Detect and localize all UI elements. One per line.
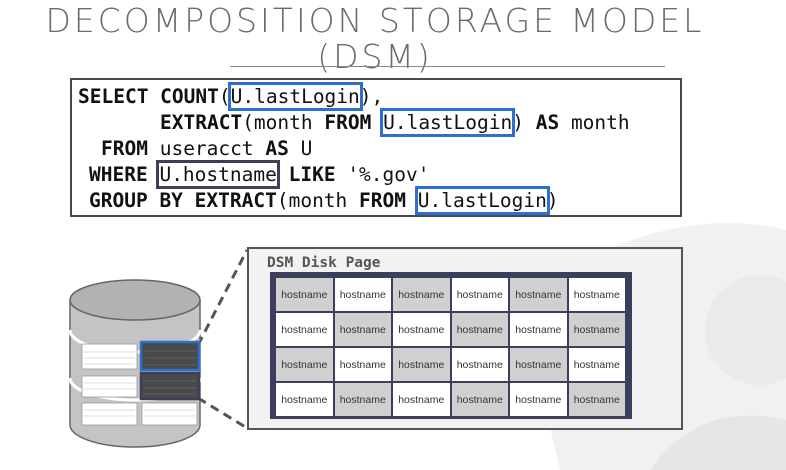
hostname-cell: hostname [393,278,450,311]
hostname-cell: hostname [568,348,625,381]
highlighted-column: U.lastLogin [380,108,516,137]
hostname-cell: hostname [510,348,567,381]
hostname-cell: hostname [451,348,508,381]
sql-keyword: SELECT COUNT [78,85,219,108]
hostname-cell: hostname [276,348,333,381]
hostname-cell: hostname [510,313,567,346]
hostname-cell: hostname [276,383,333,416]
highlighted-column: U.lastLogin [227,82,363,111]
sql-text: ( [218,85,231,108]
hostname-cell: hostname [568,383,625,416]
sql-text: U [288,137,313,160]
sql-keyword: LIKE [288,163,336,186]
sql-keyword: AS [265,137,289,160]
sql-keyword: GROUP BY EXTRACT [89,189,277,212]
hostname-cell: hostname [276,313,333,346]
hostname-cell: hostname [451,383,508,416]
sql-keyword: FROM [359,189,406,212]
sql-keyword: AS [535,111,560,134]
sql-keyword: EXTRACT [160,111,243,134]
sql-text: month [559,111,630,134]
title-divider [230,66,665,67]
sql-keyword: FROM [101,137,148,160]
highlighted-column: U.hostname [156,160,280,189]
disk-page-label: DSM Disk Page [267,255,381,271]
sql-text: ) [546,189,559,212]
sql-keyword: WHERE [89,163,148,186]
hostname-cell: hostname [510,278,567,311]
hostname-cell: hostname [393,383,450,416]
hostname-cell: hostname [451,313,508,346]
sql-text: '%.gov' [335,163,430,186]
sql-keyword: FROM [324,111,372,134]
sql-line-4: WHERE U.hostname LIKE '%.gov' [89,160,430,189]
slide-title: DECOMPOSITION STORAGE MODEL [45,1,705,40]
sql-line-1: SELECT COUNT(U.lastLogin), [78,82,384,111]
sql-line-2: EXTRACT(month FROM U.lastLogin) AS month [160,108,630,137]
slide-title-subtitle: (DSM) [317,37,433,76]
hostname-cell: hostname [568,313,625,346]
sql-text: ) [512,111,536,134]
hostname-cell: hostname [393,313,450,346]
hostname-cell: hostname [334,383,391,416]
sql-text: (month [242,111,325,134]
sql-query-box: SELECT COUNT(U.lastLogin), EXTRACT(month… [70,78,682,217]
hostname-cell: hostname [568,278,625,311]
sql-text: ), [359,85,384,108]
highlighted-column: U.lastLogin [414,186,550,215]
sql-line-5: GROUP BY EXTRACT(month FROM U.lastLogin) [89,186,559,215]
hostname-cell: hostname [334,348,391,381]
sql-line-3: FROM useracct AS U [101,137,312,161]
sql-text: (month [276,189,360,212]
hostname-cell: hostname [510,383,567,416]
hostname-cell: hostname [451,278,508,311]
database-icon [68,279,202,448]
sql-text: useracct [147,137,266,160]
hostname-cell: hostname [393,348,450,381]
hostname-cell: hostname [334,278,391,311]
hostname-cell: hostname [276,278,333,311]
hostname-cell: hostname [334,313,391,346]
